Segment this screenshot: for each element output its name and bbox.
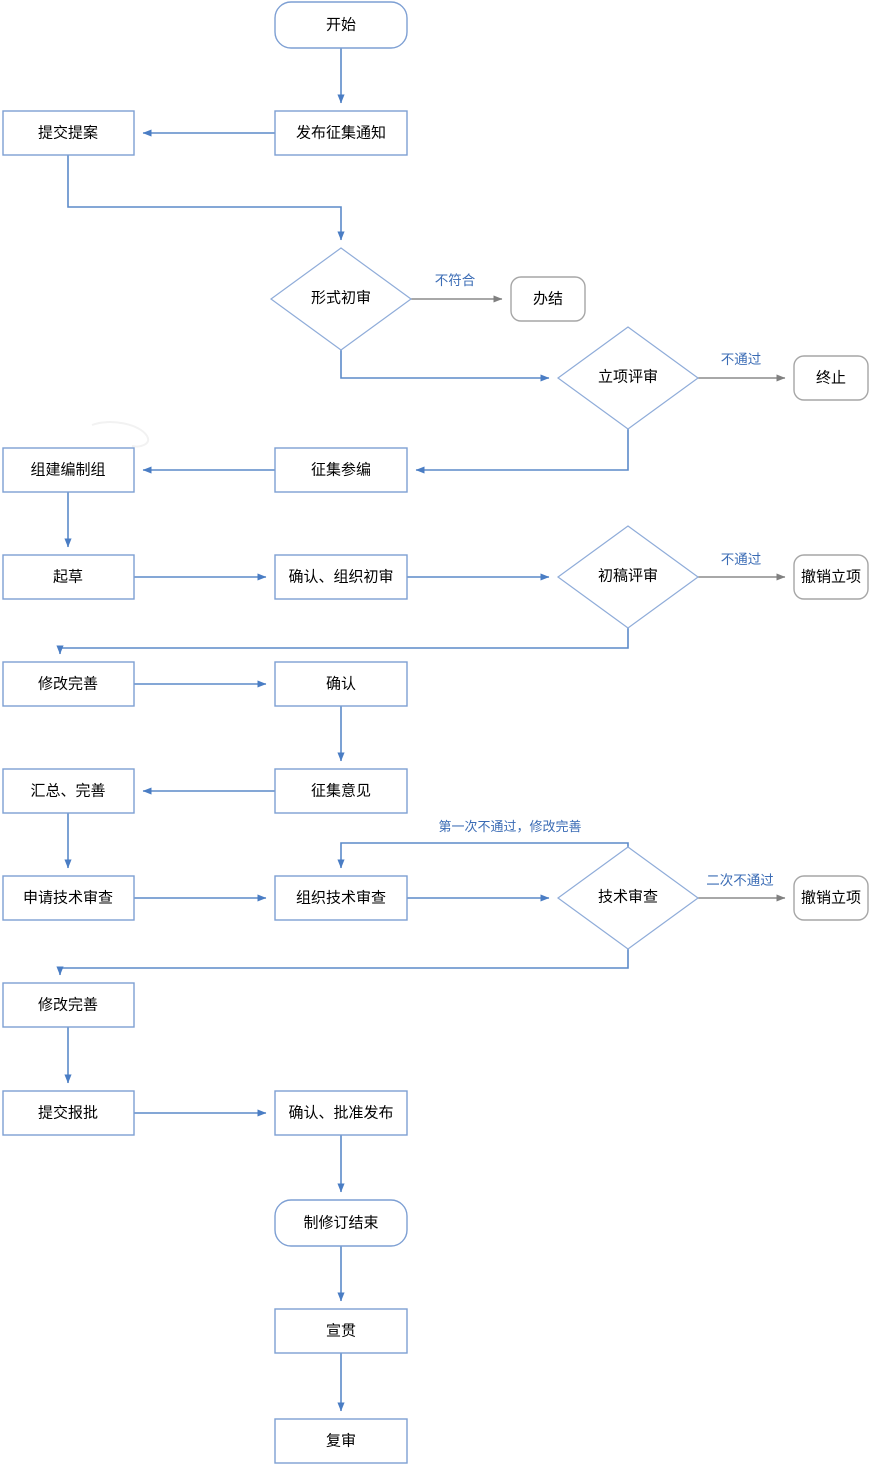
node-re-review-shape xyxy=(274,1418,408,1464)
node-submit-approval[interactable]: 提交报批 xyxy=(2,1090,135,1136)
node-cancel-project-2-label: 撤销立项 xyxy=(801,889,861,906)
node-publish-notice-shape xyxy=(274,110,408,156)
node-handled-label: 办结 xyxy=(533,290,563,307)
edge-tech-review-loopback-to-organize-tech-review xyxy=(337,842,629,869)
node-draft-label: 起草 xyxy=(53,568,83,585)
node-draft-shape xyxy=(2,554,135,600)
node-apply-tech-review-shape xyxy=(2,875,135,921)
node-project-review[interactable]: 立项评审 xyxy=(556,326,700,430)
stray-ink-artifact xyxy=(91,421,150,448)
node-organize-tech-review[interactable]: 组织技术审查 xyxy=(274,875,408,921)
node-promotion[interactable]: 宣贯 xyxy=(274,1308,408,1354)
node-cancel-project-1-label: 撤销立项 xyxy=(801,568,861,585)
edge-label-layer: 不符合 不通过 不通过 二次不通过 第一次不通过，修改完善 xyxy=(435,273,774,888)
node-start-shape xyxy=(274,1,408,49)
node-confirm-approve-publish-shape xyxy=(274,1090,408,1136)
node-revise-improve-1[interactable]: 修改完善 xyxy=(2,661,135,707)
node-summarize-improve-shape xyxy=(2,768,135,814)
node-start[interactable]: 开始 xyxy=(274,1,408,49)
node-promotion-label: 宣贯 xyxy=(326,1322,356,1339)
edge-tech-review-to-revise-improve-2 xyxy=(56,949,629,976)
node-collect-opinions-shape xyxy=(274,768,408,814)
node-form-review-label: 形式初审 xyxy=(311,289,371,306)
node-draft-review-label: 初稿评审 xyxy=(598,567,658,584)
node-publish-notice-label: 发布征集通知 xyxy=(296,124,386,141)
node-draft-review-shape xyxy=(556,525,700,629)
node-collect-opinions-label: 征集意见 xyxy=(311,781,371,799)
node-terminate-label: 终止 xyxy=(816,369,846,386)
node-re-review-label: 复审 xyxy=(326,1431,356,1449)
edge-draft-review-to-revise-improve-1 xyxy=(56,628,629,655)
node-revise-improve-2-label: 修改完善 xyxy=(38,996,98,1013)
node-confirm-org-first-shape xyxy=(274,554,408,600)
node-re-review[interactable]: 复审 xyxy=(274,1418,408,1464)
node-project-review-label: 立项评审 xyxy=(598,368,658,385)
node-confirm-label: 确认 xyxy=(326,675,356,692)
node-form-review[interactable]: 形式初审 xyxy=(269,247,413,351)
node-cancel-project-2[interactable]: 撤销立项 xyxy=(793,875,869,921)
edge-layer xyxy=(56,48,786,1412)
node-confirm-shape xyxy=(274,661,408,707)
edge-label-not-passed-project: 不通过 xyxy=(721,352,762,367)
node-organize-tech-review-label: 组织技术审查 xyxy=(296,889,386,906)
node-revise-improve-1-label: 修改完善 xyxy=(38,675,98,692)
node-cancel-project-2-shape xyxy=(793,875,869,921)
node-form-group-shape xyxy=(2,447,135,493)
edge-submit-proposal-to-form-review xyxy=(67,155,345,241)
node-revise-improve-2[interactable]: 修改完善 xyxy=(2,982,135,1028)
node-confirm-approve-publish-label: 确认、批准发布 xyxy=(288,1104,393,1121)
node-promotion-shape xyxy=(274,1308,408,1354)
node-apply-tech-review-label: 申请技术审查 xyxy=(23,889,113,906)
node-recruit-editors-label: 征集参编 xyxy=(311,461,371,478)
node-start-label: 开始 xyxy=(326,16,356,33)
node-cancel-project-1[interactable]: 撤销立项 xyxy=(793,554,869,600)
edge-label-first-fail-revise: 第一次不通过，修改完善 xyxy=(438,819,581,834)
node-project-review-shape xyxy=(556,326,700,430)
edge-form-review-to-project-review xyxy=(340,350,550,382)
node-summarize-improve[interactable]: 汇总、完善 xyxy=(2,768,135,814)
node-handled[interactable]: 办结 xyxy=(510,276,586,322)
edge-label-not-passed-draft: 不通过 xyxy=(721,552,762,567)
node-revise-improve-2-shape xyxy=(2,982,135,1028)
node-handled-shape xyxy=(510,276,586,322)
edge-label-second-not-passed: 二次不通过 xyxy=(706,873,774,888)
node-submit-approval-shape xyxy=(2,1090,135,1136)
node-revision-end[interactable]: 制修订结束 xyxy=(274,1199,408,1247)
node-submit-proposal-shape xyxy=(2,110,135,156)
edge-label-not-conform: 不符合 xyxy=(435,273,476,288)
node-confirm-org-first[interactable]: 确认、组织初审 xyxy=(274,554,408,600)
node-form-review-shape xyxy=(269,247,413,351)
node-tech-review-label: 技术审查 xyxy=(598,888,658,905)
node-terminate[interactable]: 终止 xyxy=(793,355,869,401)
node-form-group[interactable]: 组建编制组 xyxy=(2,447,135,493)
node-submit-proposal-label: 提交提案 xyxy=(38,123,98,141)
node-revise-improve-1-shape xyxy=(2,661,135,707)
node-submit-proposal[interactable]: 提交提案 xyxy=(2,110,135,156)
edge-project-review-to-recruit-editors xyxy=(415,429,629,474)
node-organize-tech-review-shape xyxy=(274,875,408,921)
node-publish-notice[interactable]: 发布征集通知 xyxy=(274,110,408,156)
node-terminate-shape xyxy=(793,355,869,401)
node-recruit-editors-shape xyxy=(274,447,408,493)
node-tech-review[interactable]: 技术审查 xyxy=(556,846,700,950)
node-apply-tech-review[interactable]: 申请技术审查 xyxy=(2,875,135,921)
node-draft[interactable]: 起草 xyxy=(2,554,135,600)
node-form-group-label: 组建编制组 xyxy=(30,461,105,478)
node-submit-approval-label: 提交报批 xyxy=(38,1103,98,1121)
node-summarize-improve-label: 汇总、完善 xyxy=(30,782,105,799)
node-revision-end-shape xyxy=(274,1199,408,1247)
node-collect-opinions[interactable]: 征集意见 xyxy=(274,768,408,814)
node-revision-end-label: 制修订结束 xyxy=(303,1214,378,1231)
node-confirm[interactable]: 确认 xyxy=(274,661,408,707)
node-recruit-editors[interactable]: 征集参编 xyxy=(274,447,408,493)
node-draft-review[interactable]: 初稿评审 xyxy=(556,525,700,629)
node-tech-review-shape xyxy=(556,846,700,950)
node-cancel-project-1-shape xyxy=(793,554,869,600)
node-confirm-org-first-label: 确认、组织初审 xyxy=(288,568,393,585)
node-confirm-approve-publish[interactable]: 确认、批准发布 xyxy=(274,1090,408,1136)
